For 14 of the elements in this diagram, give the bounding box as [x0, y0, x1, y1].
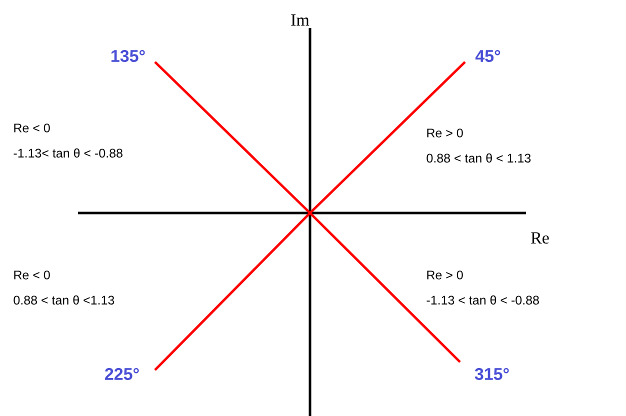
angle-label: 315° — [474, 368, 509, 380]
condition-text: -1.13 < tan θ < -0.88 — [426, 295, 539, 305]
angle-label: 225° — [105, 368, 139, 380]
angle-label: 45° — [475, 50, 500, 62]
condition-text: 0.88 < tan θ < 1.13 — [426, 153, 531, 163]
angle-label: 135° — [112, 50, 145, 62]
axis-label: Im — [291, 14, 310, 26]
condition-text: Re < 0 — [14, 270, 50, 280]
condition-text: -1.13< tan θ < -0.88 — [14, 148, 122, 158]
condition-text: Re < 0 — [14, 124, 50, 132]
axis-label: Re — [531, 232, 549, 244]
condition-text: Re > 0 — [427, 270, 463, 280]
condition-text: 0.88 < tan θ <1.13 — [14, 295, 114, 305]
condition-text: Re > 0 — [427, 128, 463, 138]
